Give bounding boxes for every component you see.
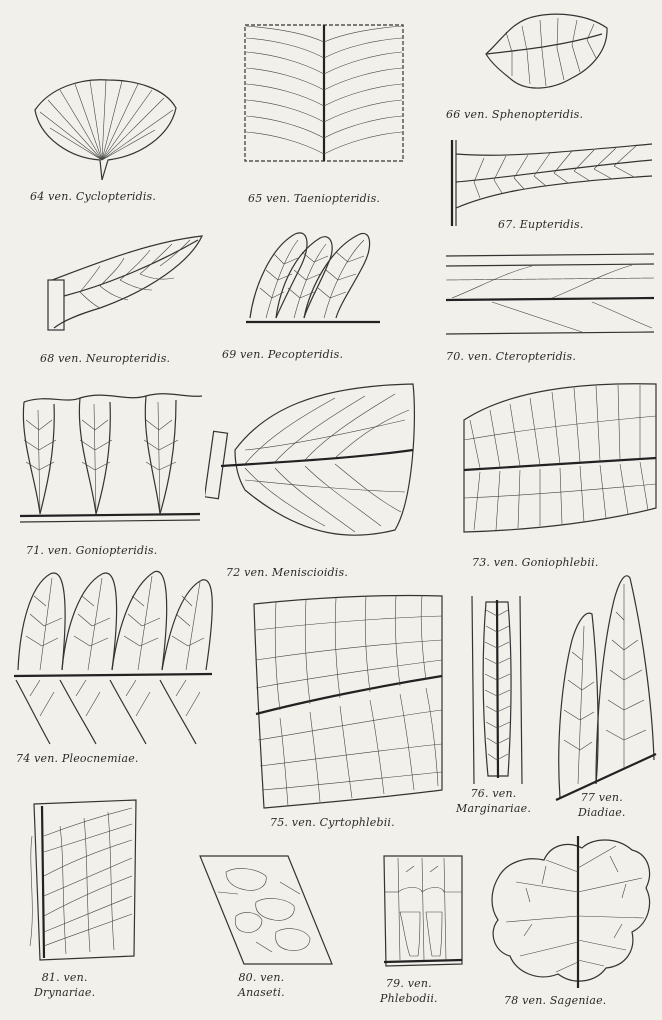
fig64-caption: 64 ven. Cyclopteridis. [30, 190, 156, 203]
fig71-drawing [16, 390, 204, 530]
fig70-caption: 70. ven. Cteropteridis. [446, 350, 576, 363]
fig75-drawing [250, 590, 446, 812]
fig81-caption-line1: 81. ven. [34, 970, 95, 985]
fig78-drawing [486, 832, 656, 990]
fig79-caption-line1: 79. ven. [380, 976, 438, 991]
fig66-caption: 66 ven. Sphenopteridis. [446, 108, 583, 121]
fig67-caption: 67. Eupteridis. [498, 218, 584, 231]
fig76-caption-line2: Marginariae. [456, 801, 531, 816]
fig66-drawing [482, 10, 612, 95]
fig80-drawing [196, 852, 336, 968]
fig76-caption-line1: 76. ven. [456, 786, 531, 801]
fig76-drawing [468, 592, 526, 788]
fig80-caption-line1: 80. ven. [238, 970, 285, 985]
fig73-caption: 73. ven. Goniophlebii. [472, 556, 599, 569]
fig77-caption-line1: 77 ven. [578, 790, 626, 805]
fig69-drawing [240, 228, 385, 330]
fig72-drawing [205, 380, 417, 550]
fig68-drawing [40, 232, 208, 334]
fig77-drawing [552, 570, 660, 802]
fig72-caption: 72 ven. Meniscioidis. [226, 566, 348, 579]
fig74-caption: 74 ven. Pleocnemiae. [16, 752, 139, 765]
fig79-drawing [380, 852, 466, 972]
fig81-caption-line2: Drynariae. [34, 985, 95, 1000]
fig81-drawing [20, 796, 140, 964]
fig80-caption: 80. ven. Anaseti. [238, 970, 285, 1000]
fig65-drawing [242, 22, 407, 164]
fig67-drawing [444, 136, 656, 228]
fig80-caption-line2: Anaseti. [238, 985, 285, 1000]
fig73-drawing [460, 380, 658, 538]
fig64-drawing [30, 68, 180, 183]
fig74-drawing [10, 566, 216, 750]
fig81-caption: 81. ven. Drynariae. [34, 970, 95, 1000]
fig69-caption: 69 ven. Pecopteridis. [222, 348, 343, 361]
fig79-caption-line2: Phlebodii. [380, 991, 438, 1006]
fig76-caption: 76. ven. Marginariae. [456, 786, 531, 816]
fig65-caption: 65 ven. Taeniopteridis. [248, 192, 380, 205]
fig75-caption: 75. ven. Cyrtophlebii. [270, 816, 395, 829]
fig68-caption: 68 ven. Neuropteridis. [40, 352, 170, 365]
fig77-caption: 77 ven. Diadiae. [578, 790, 626, 820]
fig79-caption: 79. ven. Phlebodii. [380, 976, 438, 1006]
fig71-caption: 71. ven. Goniopteridis. [26, 544, 157, 557]
fig70-drawing [442, 250, 658, 342]
fig78-caption: 78 ven. Sageniae. [504, 994, 607, 1007]
fig77-caption-line2: Diadiae. [578, 805, 626, 820]
